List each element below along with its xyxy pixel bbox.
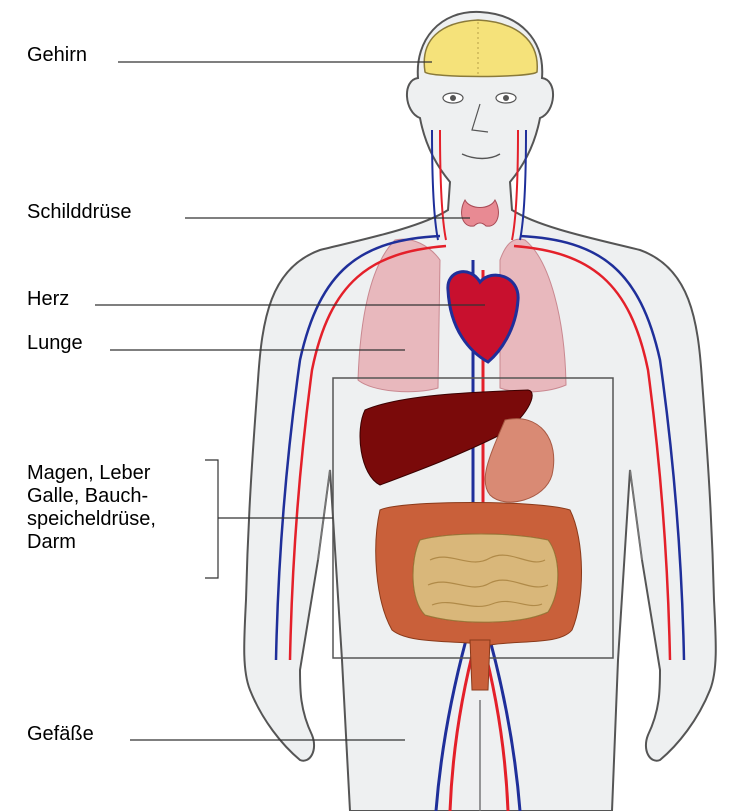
label-vessels: Gefäße [27,723,94,746]
label-abdomen-line-2: Galle, Bauch- [27,485,148,508]
label-abdomen-line-4: Darm [27,531,76,554]
right-pupil [503,95,509,101]
label-lung: Lunge [27,332,83,355]
label-abdomen-line-3: speicheldrüse, [27,508,156,531]
label-brain: Gehirn [27,44,87,67]
small-intestine [413,534,558,622]
abdomen-bracket [205,460,218,578]
rectum [470,640,490,690]
label-abdomen-line-1: Magen, Leber [27,462,150,485]
label-heart: Herz [27,288,69,311]
left-pupil [450,95,456,101]
label-thyroid: Schilddrüse [27,201,132,224]
